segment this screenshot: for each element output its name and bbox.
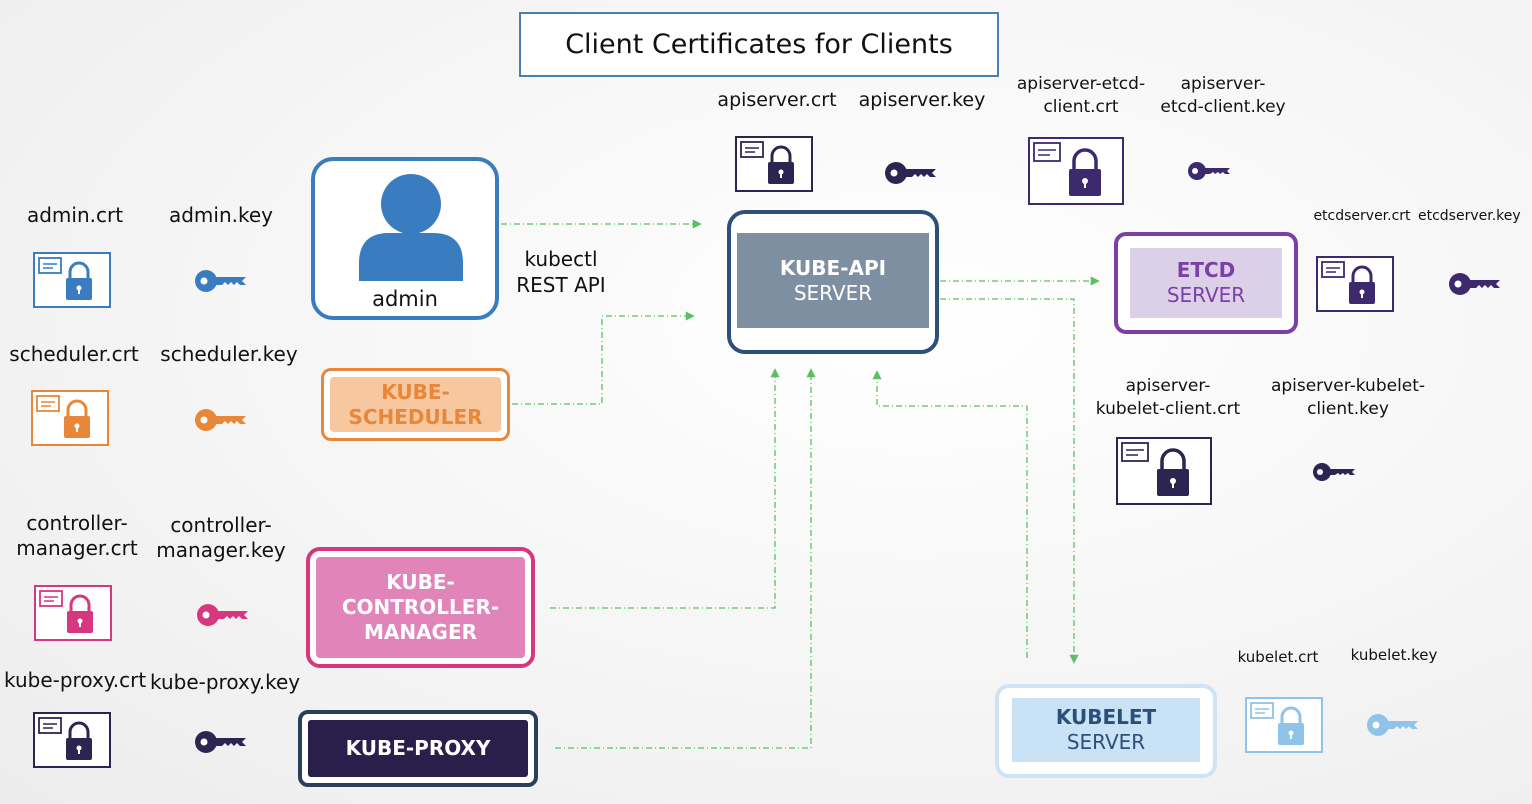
controller-certificate-icon xyxy=(34,585,112,641)
apiserver-etcd-key-label-1: apiserver- xyxy=(1180,74,1266,94)
kubectl-label: kubectl xyxy=(524,247,598,271)
etcdserver-certificate-icon xyxy=(1316,256,1394,312)
apiserver-certificate-icon xyxy=(735,136,813,192)
apiserver-kubelet-key-label-2: client.key xyxy=(1307,399,1389,419)
apiserver-kubelet-crt-label-2: kubelet-client.crt xyxy=(1095,399,1241,419)
proxy-label: KUBE-PROXY xyxy=(308,720,528,777)
arrow-scheduler-api xyxy=(512,311,695,405)
diagram-title: Client Certificates for Clients xyxy=(519,12,999,77)
arrow-controller-api xyxy=(550,368,780,609)
arrow-kubelet-api xyxy=(872,370,1028,658)
apiserver-kubelet-crt-label-1: apiserver- xyxy=(1125,376,1211,396)
kubelet-certificate-icon xyxy=(1245,697,1323,753)
apiserver-etcd-key-label-2: etcd-client.key xyxy=(1160,97,1286,117)
proxy-key-label: kube-proxy.key xyxy=(150,670,301,694)
etcdserver-key-icon xyxy=(1449,273,1500,295)
scheduler-label-2: SCHEDULER xyxy=(348,404,483,429)
controller-key-label-2: manager.key xyxy=(156,538,286,562)
apiserver-key-icon xyxy=(885,162,936,184)
scheduler-crt-label: scheduler.crt xyxy=(9,342,139,366)
controller-key-icon xyxy=(197,604,248,626)
arrow-api-kubelet xyxy=(940,298,1079,664)
kubelet-label-1: KUBELET xyxy=(1055,705,1157,729)
kubelet-crt-label: kubelet.crt xyxy=(1237,648,1319,666)
kubeapi-label-1: KUBE-API xyxy=(779,255,887,280)
apiserver-kubelet-client-key-icon xyxy=(1313,463,1355,481)
proxy-key-icon xyxy=(195,731,246,753)
apiserver-etcd-client-key-icon xyxy=(1188,162,1230,180)
apiserver-etcd-client-certificate-icon xyxy=(1028,137,1124,205)
scheduler-key-icon xyxy=(195,409,246,431)
controller-key-label-1: controller- xyxy=(170,513,272,537)
apiserver-etcd-crt-label-2: client.crt xyxy=(1043,97,1119,117)
etcd-label-2: SERVER xyxy=(1166,283,1246,307)
proxy-certificate-icon xyxy=(33,712,111,768)
admin-node: admin xyxy=(311,157,499,320)
admin-key-icon xyxy=(195,270,246,292)
admin-key-label: admin.key xyxy=(168,203,274,227)
user-icon xyxy=(359,174,463,281)
scheduler-label-1: KUBE- xyxy=(381,379,450,404)
etcd-server-node: ETCD SERVER xyxy=(1114,232,1298,334)
apiserver-kubelet-client-certificate-icon xyxy=(1116,437,1212,505)
etcdserver-key-label: etcdserver.key xyxy=(1418,208,1521,224)
scheduler-key-label: scheduler.key xyxy=(160,342,298,366)
controller-label-3: MANAGER xyxy=(363,620,478,644)
kube-controller-manager-node: KUBE- CONTROLLER- MANAGER xyxy=(306,547,535,668)
controller-crt-label-1: controller- xyxy=(26,511,128,535)
controller-crt-label-2: manager.crt xyxy=(16,536,138,560)
kube-api-server-node: KUBE-API SERVER xyxy=(727,210,939,354)
apiserver-crt-label: apiserver.crt xyxy=(717,89,837,111)
arrow-proxy-api xyxy=(555,368,816,749)
etcdserver-crt-label: etcdserver.crt xyxy=(1313,208,1411,224)
kube-proxy-node: KUBE-PROXY xyxy=(298,710,538,787)
apiserver-key-label: apiserver.key xyxy=(858,89,986,111)
scheduler-certificate-icon xyxy=(31,390,109,446)
rest-api-label: REST API xyxy=(516,273,606,297)
admin-crt-label: admin.crt xyxy=(26,203,124,227)
etcd-label-1: ETCD xyxy=(1176,258,1236,282)
kubelet-server-node: KUBELET SERVER xyxy=(995,684,1217,778)
kubeapi-label-2: SERVER xyxy=(793,280,873,305)
apiserver-kubelet-key-label-1: apiserver-kubelet- xyxy=(1270,376,1426,396)
kube-scheduler-node: KUBE- SCHEDULER xyxy=(321,368,510,441)
proxy-crt-label: kube-proxy.crt xyxy=(4,668,147,692)
kubelet-key-icon xyxy=(1367,714,1418,736)
admin-label: admin xyxy=(372,287,438,311)
kubelet-label-2: SERVER xyxy=(1066,730,1146,754)
kubelet-key-label: kubelet.key xyxy=(1350,646,1438,664)
admin-certificate-icon xyxy=(33,252,111,308)
controller-label-2: CONTROLLER- xyxy=(341,595,500,619)
apiserver-etcd-crt-label-1: apiserver-etcd- xyxy=(1016,74,1146,94)
controller-label-1: KUBE- xyxy=(386,570,455,594)
